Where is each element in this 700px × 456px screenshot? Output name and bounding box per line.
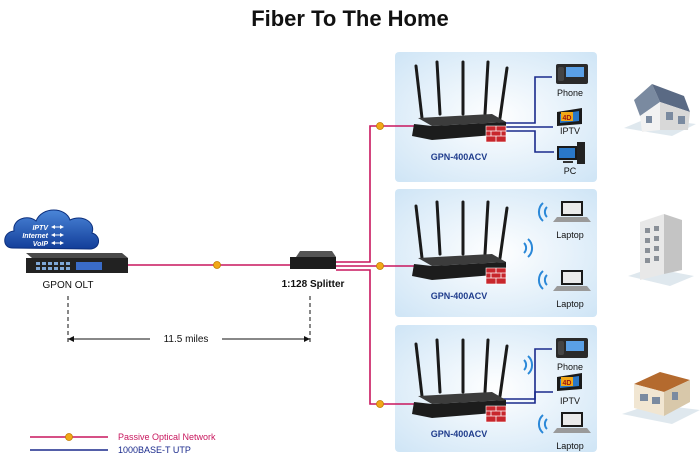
legend-pon-label: Passive Optical Network (118, 432, 216, 442)
router-1 (412, 60, 509, 140)
splitter-label: 1:128 Splitter (282, 279, 345, 290)
laptop-icon (553, 201, 591, 222)
iptv-icon: 4D (557, 108, 582, 126)
device-label: Phone (557, 88, 583, 98)
device-label: IPTV (560, 126, 580, 136)
firewall-icon (485, 267, 507, 285)
cloud-service-label: IPTV (32, 225, 49, 232)
iptv-badge: 4D (563, 115, 572, 122)
device-label: Phone (557, 362, 583, 372)
olt-label: GPON OLT (43, 280, 94, 291)
phone-icon (556, 64, 588, 84)
device-label: PC (564, 166, 577, 176)
pon-links (122, 125, 414, 405)
pc-icon (557, 142, 585, 164)
router-model-label: GPN-400ACV (431, 152, 488, 162)
router-model-label: GPN-400ACV (431, 291, 488, 301)
device-label: Laptop (556, 230, 584, 240)
router-2 (412, 200, 509, 280)
device-label: Laptop (556, 441, 584, 451)
firewall-icon (485, 405, 507, 423)
firewall-icon (485, 125, 507, 143)
distance-marker (67, 296, 311, 344)
cloud-service-label: VoIP (33, 241, 49, 248)
house-icon (624, 84, 696, 136)
laptop-icon (553, 412, 591, 433)
device-label: IPTV (560, 396, 580, 406)
olt-device (26, 253, 128, 273)
iptv-badge: 4D (563, 380, 572, 387)
device-label: Laptop (556, 299, 584, 309)
apartment-building-icon (628, 214, 694, 286)
cloud-icon: IPTV Internet VoIP (4, 209, 99, 250)
distance-label: 11.5 miles (164, 334, 209, 345)
splitter-device (290, 251, 336, 269)
utp-links (500, 76, 554, 404)
cloud-service-label: Internet (22, 233, 48, 240)
phone-icon (556, 338, 588, 358)
pon-connectors (213, 122, 384, 408)
router-3 (412, 338, 509, 418)
diagram-title: Fiber To The Home (251, 6, 449, 31)
laptop-icon (553, 270, 591, 291)
legend-utp-label: 1000BASE-T UTP (118, 445, 191, 455)
legend: Passive Optical Network 1000BASE-T UTP (30, 432, 216, 455)
villa-icon (622, 372, 700, 424)
router-model-label: GPN-400ACV (431, 429, 488, 439)
iptv-icon: 4D (557, 373, 582, 391)
